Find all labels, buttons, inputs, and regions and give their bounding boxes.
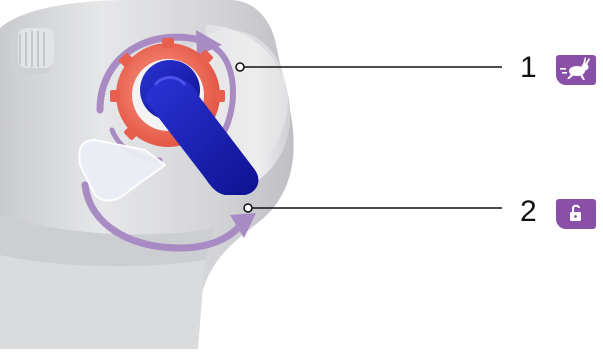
callout-badge-2: [556, 199, 596, 229]
leader-line-2: [244, 204, 502, 212]
callout-number-1: 1: [520, 53, 537, 83]
unlock-icon: [556, 199, 596, 229]
side-knob: [10, 28, 54, 74]
rabbit-speed-icon: [556, 55, 596, 85]
callout-number-2: 2: [520, 197, 537, 227]
callout-badge-1: [556, 55, 596, 85]
